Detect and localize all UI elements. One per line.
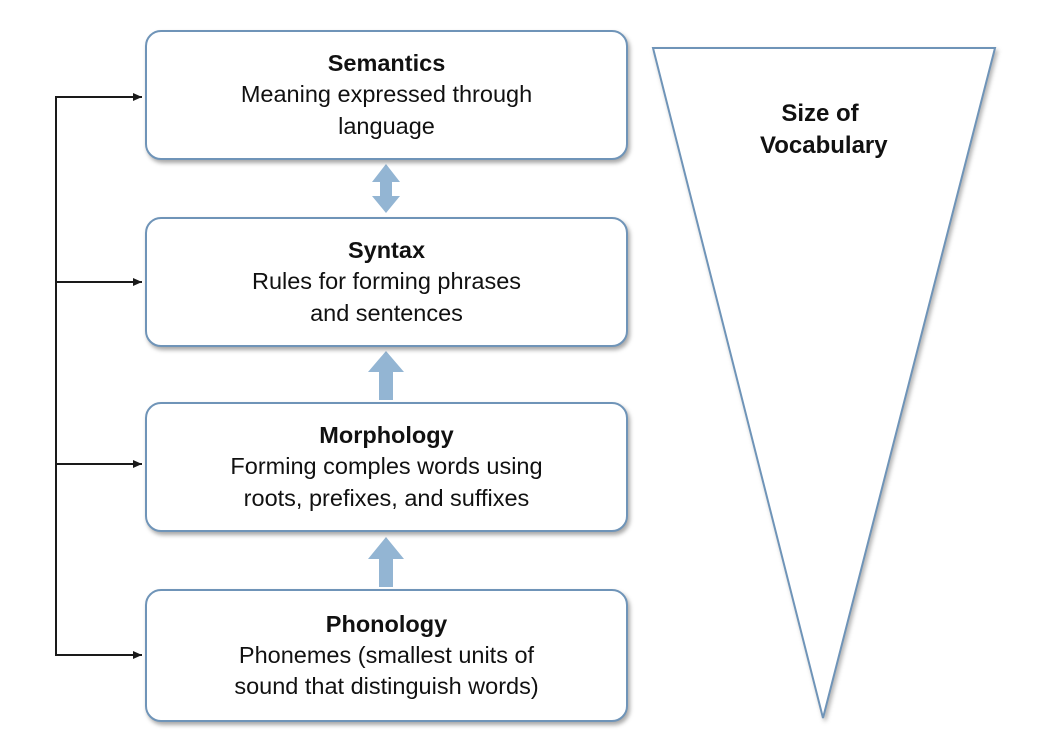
up-arrow-morphology-syntax	[368, 351, 404, 400]
morphology-box: Morphology Forming comples words using r…	[145, 402, 628, 532]
phonology-title: Phonology	[325, 610, 448, 637]
phonology-description-line1: Phonemes (smallest units of	[238, 641, 535, 668]
syntax-title: Syntax	[347, 237, 426, 264]
syntax-description-line2: and sentences	[310, 299, 463, 326]
syntax-box: Syntax Rules for forming phrases and sen…	[145, 217, 628, 347]
morphology-description-line2: roots, prefixes, and suffixes	[243, 484, 530, 511]
phonology-box: Phonology Phonemes (smallest units of so…	[145, 589, 628, 722]
vocabulary-size-label: Size of Vocabulary	[760, 98, 888, 163]
semantics-description-line2: language	[338, 112, 435, 139]
semantics-description-line1: Meaning expressed through	[240, 81, 533, 108]
up-arrow-phonology-morphology	[368, 537, 404, 587]
semantics-box: Semantics Meaning expressed through lang…	[145, 30, 628, 160]
double-arrow-semantics-syntax	[372, 164, 400, 213]
vocabulary-label-line1: Size of	[781, 100, 859, 127]
phonology-description-line2: sound that distinguish words)	[234, 673, 539, 700]
morphology-description-line1: Forming comples words using	[230, 453, 543, 480]
vocabulary-triangle	[651, 47, 997, 719]
vocabulary-label-line2: Vocabulary	[760, 132, 888, 160]
syntax-description-line1: Rules for forming phrases	[251, 268, 522, 295]
semantics-title: Semantics	[327, 50, 446, 77]
morphology-title: Morphology	[319, 422, 454, 449]
